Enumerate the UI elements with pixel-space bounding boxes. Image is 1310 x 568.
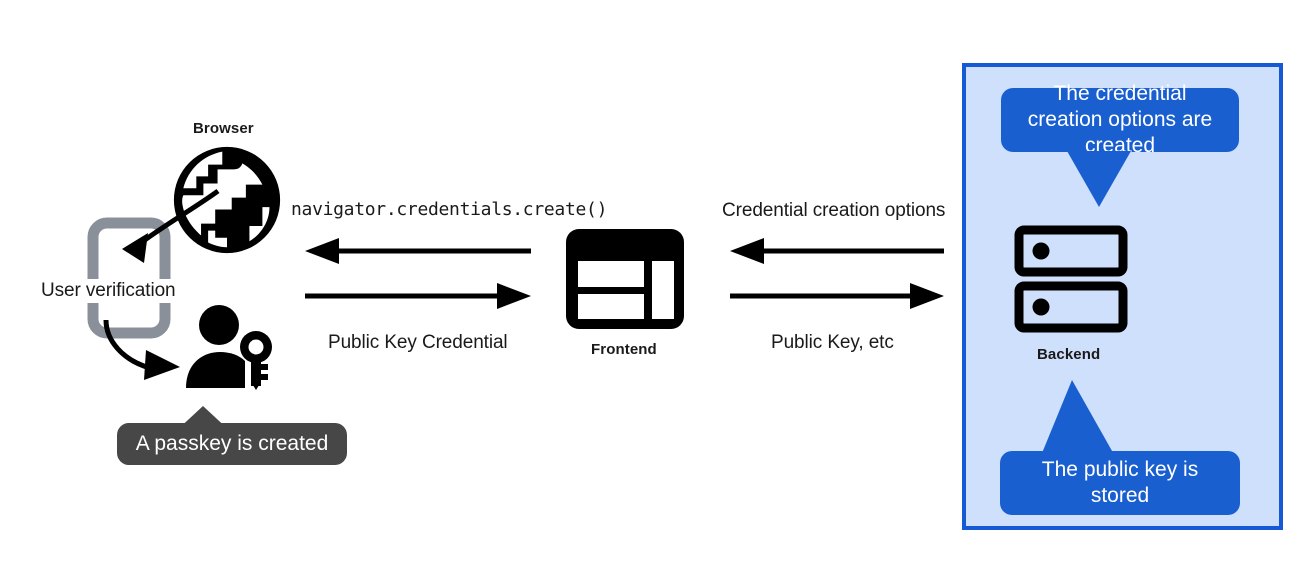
public-key-etc-label: Public Key, etc [771, 332, 894, 353]
window-layout-icon [566, 229, 684, 329]
globe-icon [168, 141, 286, 259]
browser-label: Browser [193, 120, 254, 137]
user-verification-label: User verification [38, 279, 179, 303]
callout-passkey-created: A passkey is created [117, 423, 347, 465]
arrow-right-public-key-credential [305, 283, 531, 309]
arrow-right-public-key-etc [730, 283, 944, 309]
server-rack-icon [1014, 225, 1128, 334]
frontend-label: Frontend [591, 341, 657, 358]
arrow-left-credential-options [730, 238, 944, 264]
arrow-left-credential-create [305, 238, 531, 264]
person-with-key-icon [184, 304, 284, 390]
backend-label: Backend [1037, 346, 1101, 363]
smartphone-icon [87, 217, 171, 339]
navigator-create-label: navigator.credentials.create() [291, 199, 608, 220]
callout-public-key-stored: The public key is stored [1000, 451, 1240, 515]
credential-creation-options-label: Credential creation options [722, 200, 946, 221]
phone-to-user-arrow [100, 318, 210, 398]
credential-options-pointer [1065, 151, 1133, 207]
browser-to-phone-arrow [100, 185, 230, 280]
public-key-credential-label: Public Key Credential [328, 332, 508, 353]
public-key-stored-pointer [1038, 380, 1138, 458]
callout-credential-options-created: The credential creation options are crea… [1001, 82, 1239, 157]
